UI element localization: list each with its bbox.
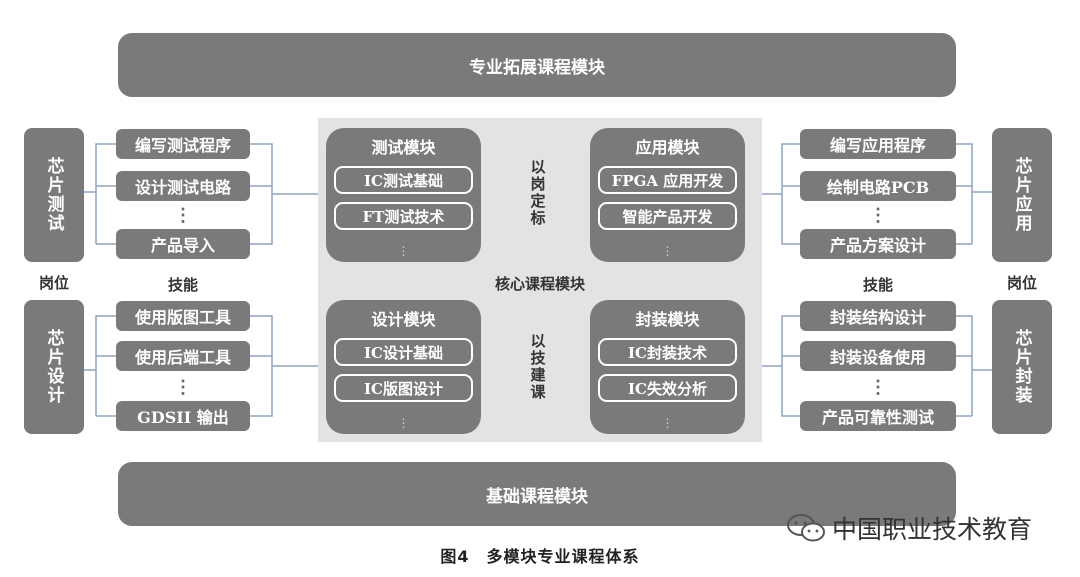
skill-item: 封装结构设计: [800, 301, 956, 331]
skill-item: 产品导入: [116, 229, 250, 259]
bottom-module-label: 基础课程模块: [486, 486, 588, 507]
package-module-item: IC封装技术: [598, 338, 737, 366]
skill-dots: ⋮: [174, 204, 192, 226]
skill-item: 编写应用程序: [800, 129, 956, 159]
skill-dots: ⋮: [869, 204, 887, 226]
top-module-label: 专业拓展课程模块: [469, 57, 605, 78]
skill-item: 设计测试电路: [116, 171, 250, 201]
test-module: 测试模块 IC测试基础 FT测试技术 ⋮: [326, 128, 481, 262]
test-module-item: FT测试技术: [334, 202, 473, 230]
skill-item: 产品可靠性测试: [800, 401, 956, 431]
package-module-dots: ⋮: [661, 416, 674, 430]
app-module: 应用模块 FPGA 应用开发 智能产品开发 ⋮: [590, 128, 745, 262]
post-chip-test: 芯片测试: [24, 128, 84, 262]
skill-item: 使用版图工具: [116, 301, 250, 331]
package-module: 封装模块 IC封装技术 IC失效分析 ⋮: [590, 300, 745, 434]
skill-item: 编写测试程序: [116, 129, 250, 159]
wechat-icon: [787, 514, 825, 542]
top-module-bar: 专业拓展课程模块: [118, 33, 956, 97]
package-module-item: IC失效分析: [598, 374, 737, 402]
right-post-label: 岗位: [1006, 273, 1037, 292]
skill-item: 使用后端工具: [116, 341, 250, 371]
figure-caption: 图4 多模块专业课程体系: [440, 547, 640, 566]
left-skill-label: 技能: [167, 275, 198, 294]
skill-dots: ⋮: [869, 376, 887, 398]
left-post-label: 岗位: [38, 273, 69, 292]
app-module-item: FPGA 应用开发: [598, 166, 737, 194]
test-module-item: IC测试基础: [334, 166, 473, 194]
design-module-item: IC设计基础: [334, 338, 473, 366]
design-module-dots: ⋮: [397, 416, 410, 430]
post-chip-design: 芯片设计: [24, 300, 84, 434]
test-module-dots: ⋮: [397, 244, 410, 258]
app-module-item: 智能产品开发: [598, 202, 737, 230]
package-module-title: 封装模块: [635, 310, 700, 329]
mid-top-text: 以岗定标: [528, 159, 547, 227]
skill-item: 产品方案设计: [800, 229, 956, 259]
watermark: 中国职业技术教育: [786, 510, 1066, 546]
mid-bottom-text: 以技建课: [528, 333, 547, 401]
watermark-text: 中国职业技术教育: [832, 515, 1033, 544]
post-chip-package: 芯片封装: [992, 300, 1052, 434]
core-label: 核心课程模块: [494, 274, 585, 293]
skill-item: GDSII 输出: [116, 401, 250, 431]
right-skill-label: 技能: [862, 275, 893, 294]
post-chip-application: 芯片应用: [992, 128, 1052, 262]
skill-item: 绘制电路PCB: [800, 171, 956, 201]
design-module: 设计模块 IC设计基础 IC版图设计 ⋮: [326, 300, 481, 434]
app-module-title: 应用模块: [635, 138, 700, 157]
bottom-module-bar: 基础课程模块: [118, 462, 956, 526]
design-module-item: IC版图设计: [334, 374, 473, 402]
test-module-title: 测试模块: [371, 138, 436, 157]
app-module-dots: ⋮: [661, 244, 674, 258]
skill-item: 封装设备使用: [800, 341, 956, 371]
design-module-title: 设计模块: [371, 310, 436, 329]
skill-dots: ⋮: [174, 376, 192, 398]
